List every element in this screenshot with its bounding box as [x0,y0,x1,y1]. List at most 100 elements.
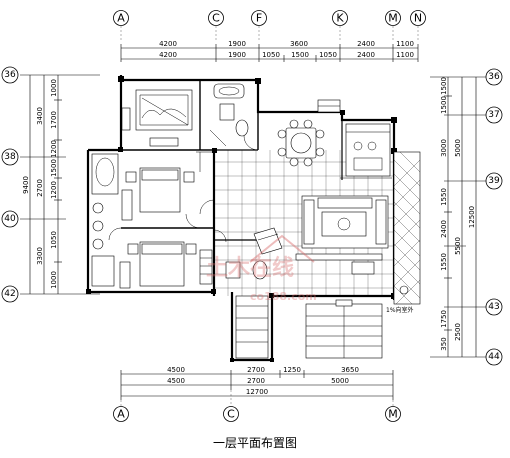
axis-bubble-right-36: 36 [485,68,503,86]
axis-label-bottom-m: M [388,408,398,421]
axis-bubble-top-n: N [410,10,426,42]
axis-bubble-right-39: 39 [485,172,503,190]
balcony-hatched-area [393,151,421,305]
watermark: 土木在线 co188.com [206,234,317,303]
dim-top2-6: 2400 [357,51,375,59]
dim-top-4: 2400 [357,40,375,48]
dim-left-inner-5: 1200 [50,181,58,199]
entrance-stairs [305,299,383,359]
axis-label-left-40: 40 [4,214,16,224]
hall-fixtures [199,249,269,359]
left-bathroom-fixtures [91,153,119,287]
axis-bubble-bottom-a: A [113,400,129,422]
right-dimensions: 1500 1500 3000 1550 2400 1550 1750 350 5… [430,76,486,358]
dim-bottom2-3: 5000 [331,377,349,385]
axis-label-bottom-c: C [227,408,235,421]
living-room-sofa-set [301,195,389,249]
watermark-text: 土木在线 [206,255,294,281]
dim-left-inner-7: 1000 [50,271,58,289]
dim-bottom-3: 1250 [283,366,301,374]
dim-top2-5: 1050 [319,51,337,59]
top-bathroom-fixtures [209,83,249,147]
dim-left-inner-6: 1050 [50,231,58,249]
dim-bottom-2: 2700 [247,366,265,374]
floor-plan-body: 1%向室外 [86,75,421,362]
axis-label-right-43: 43 [488,302,499,312]
axis-bubble-bottom-m: M [385,400,401,422]
bedroom-2-furniture [119,241,197,289]
drawing-caption: 一层平面布置图 [212,436,297,450]
dim-top2-3: 1050 [262,51,280,59]
axis-bubble-right-44: 44 [485,348,503,366]
dim-left-inner-3: 1200 [50,140,58,158]
dim-right-inner-1: 1500 [440,77,448,95]
dim-right-inner-4: 1550 [440,188,448,206]
axis-label-top-n: N [414,12,422,25]
axis-label-right-39: 39 [488,176,500,186]
axis-bubble-top-c: C [208,10,224,42]
dim-right-inner-8: 350 [440,337,448,350]
bedroom-1-furniture [121,151,214,221]
dim-right-inner-5: 2400 [440,220,448,238]
axis-label-left-38: 38 [4,152,16,162]
axis-bubble-left-40: 40 [1,210,19,228]
dim-top2-4: 1500 [291,51,309,59]
dim-left-total: 9400 [22,176,30,194]
tv-cabinet [295,253,383,275]
dim-left-inner-1: 1000 [50,79,58,97]
axis-bubble-left-38: 38 [1,148,19,166]
dim-bottom-total: 12700 [246,388,268,396]
dim-bottom-1: 4500 [167,366,185,374]
dim-right-inner-6: 1550 [440,253,448,271]
axis-bubble-top-a: A [113,10,129,42]
axis-bubble-top-f: F [251,10,267,42]
dining-table-set [277,119,325,167]
study-room-furniture [121,89,193,147]
dim-right-inner-2: 1500 [440,96,448,114]
axis-label-right-36: 36 [488,72,500,82]
dim-bottom2-1: 4500 [167,377,185,385]
dim-top-3: 3600 [290,40,308,48]
dim-left-outer-3: 3300 [36,247,44,265]
left-dimensions: 9400 3400 2700 3300 1000 1700 1200 1500 … [20,74,100,295]
dim-right-inner-3: 3000 [440,139,448,157]
watermark-url: co188.com [250,290,317,303]
axis-bubble-bottom-c: C [223,390,239,422]
axis-label-left-36: 36 [4,70,16,80]
axis-label-right-44: 44 [488,352,500,362]
axis-bubble-top-k: K [332,10,348,42]
dim-right-inner-7: 1750 [440,310,448,328]
axis-bubble-top-m: M [385,10,401,42]
axis-bubble-left-36: 36 [1,66,19,84]
axis-bubble-right-43: 43 [485,298,503,316]
dining-window [317,99,341,113]
dim-left-outer-1: 3400 [36,107,44,125]
dim-top2-1: 4200 [159,51,177,59]
top-dimensions: 4200 1900 3600 2400 1100 4200 1900 1050 … [120,40,419,62]
dim-right-total: 12500 [468,206,476,228]
interior-walls [121,80,343,241]
dim-left-inner-4: 1500 [50,159,58,177]
dim-top-2: 1900 [228,40,246,48]
door-swings [108,135,259,243]
axis-label-top-a: A [117,12,125,25]
axis-label-top-f: F [256,12,262,25]
axis-label-top-m: M [388,12,398,25]
top-axis-labels: A C F K M N [113,10,426,42]
dim-bottom2-2: 2700 [247,377,265,385]
dim-top-1: 4200 [159,40,177,48]
bottom-dimensions: 4500 2700 1250 3650 4500 2700 5000 12700 [120,366,394,400]
dim-top2-2: 1900 [228,51,246,59]
axis-label-top-c: C [212,12,220,25]
right-axis-labels: 36 37 39 43 44 [485,68,503,366]
slope-note: 1%向室外 [386,306,414,314]
entry-porch [253,227,283,255]
dim-top-5: 1100 [396,40,414,48]
left-axis-labels: 36 38 40 42 [1,66,19,303]
axis-bubble-right-37: 37 [485,106,503,124]
dim-left-inner-2: 1700 [50,111,58,129]
axis-label-top-k: K [336,12,344,25]
dim-bottom-4: 3650 [341,366,359,374]
bottom-axis-labels: A C M [113,390,401,422]
dim-left-outer-2: 2700 [36,179,44,197]
